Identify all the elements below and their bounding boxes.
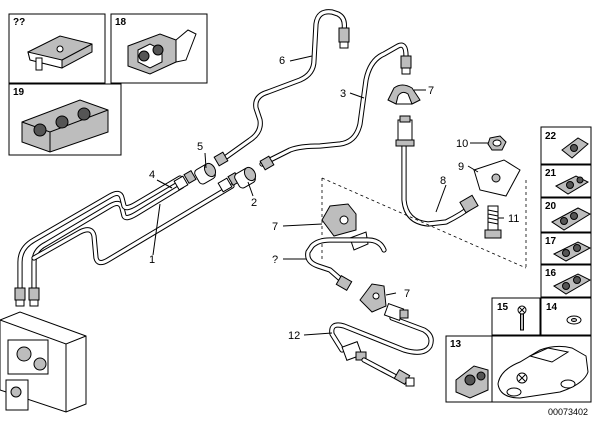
pipe-holder-7-top[interactable]	[387, 84, 421, 105]
clip-20-part-icon	[551, 207, 592, 231]
bolt-11[interactable]	[484, 205, 502, 239]
callout-unknown: ?	[272, 254, 278, 266]
connector-5[interactable]	[193, 161, 218, 185]
inset-box-14-label: 14	[546, 302, 558, 313]
clip-bracket-part-icon	[27, 35, 93, 71]
brake-pipe-unknown[interactable]	[305, 237, 387, 292]
inset-box-19-label: 19	[13, 87, 25, 98]
brake-pipe-1[interactable]	[17, 175, 235, 303]
inset-box-22[interactable]: 22	[540, 126, 592, 165]
callout-9: 9	[458, 161, 464, 173]
bracket-9[interactable]	[473, 159, 521, 197]
multi-clip-part-icon	[21, 99, 109, 153]
connector-2[interactable]	[233, 165, 258, 189]
inset-box-22-label: 22	[545, 131, 557, 142]
inset-box-17-label: 17	[545, 236, 557, 247]
clip-16-part-icon	[553, 273, 592, 295]
pipe-holder-7-lower[interactable]	[359, 283, 387, 313]
callout-6: 6	[279, 55, 285, 67]
clip-17-part-icon	[552, 241, 592, 262]
pipe-end-fittings-left	[14, 287, 40, 307]
inset-box-18-label: 18	[115, 17, 127, 28]
pipe-holder-7-middle[interactable]	[321, 203, 369, 251]
callout-5: 5	[197, 141, 203, 153]
callout-7-middle: 7	[272, 221, 278, 233]
callout-10: 10	[456, 138, 468, 150]
leader-lines	[152, 55, 504, 336]
clip-21-part-icon	[555, 175, 590, 195]
inset-box-unknown-label: ??	[13, 17, 25, 28]
inset-box-16[interactable]: 16	[540, 264, 592, 298]
brake-pipe-3[interactable]	[259, 42, 412, 171]
inset-box-13[interactable]: 13	[445, 335, 592, 403]
clip-22-part-icon	[561, 137, 589, 159]
inset-box-16-label: 16	[545, 268, 557, 279]
callout-3: 3	[340, 88, 346, 100]
inset-box-18[interactable]: 18	[110, 13, 208, 84]
inset-box-17[interactable]: 17	[540, 232, 592, 265]
callout-7-lower: 7	[404, 288, 410, 300]
brake-pipe-4[interactable]	[31, 183, 185, 303]
hydraulic-unit	[0, 311, 87, 413]
callout-11: 11	[508, 213, 519, 225]
screw-part-icon	[517, 305, 527, 331]
callout-8: 8	[440, 175, 446, 187]
inset-box-20-label: 20	[545, 201, 557, 212]
bracket-13-part-icon	[455, 365, 489, 399]
inset-box-20[interactable]: 20	[540, 197, 592, 233]
detail-dashed-lines	[321, 177, 527, 269]
callout-7-top: 7	[428, 85, 434, 97]
car-location-icon	[497, 345, 589, 399]
inset-box-unknown[interactable]: ??	[8, 13, 106, 84]
callout-4: 4	[149, 169, 155, 181]
inset-box-15[interactable]: 15	[491, 297, 541, 336]
inset-box-21[interactable]: 21	[540, 164, 592, 198]
callout-1: 1	[149, 254, 155, 266]
inset-box-21-label: 21	[545, 168, 557, 179]
pipe-holder-part-icon	[127, 29, 197, 75]
washer-part-icon	[566, 315, 582, 325]
brake-hose-12[interactable]	[329, 302, 434, 387]
union-nut-1	[217, 171, 241, 193]
inset-box-14[interactable]: 14	[540, 297, 592, 336]
nut-10[interactable]	[487, 135, 507, 151]
diagram-id: 00073402	[548, 407, 588, 417]
brake-pipe-6[interactable]	[213, 9, 350, 167]
inset-box-19[interactable]: 19	[8, 83, 122, 156]
inset-box-15-label: 15	[497, 302, 509, 313]
inset-box-13-label: 13	[450, 339, 462, 350]
brake-hose-8[interactable]	[395, 115, 479, 227]
union-nut-4	[173, 169, 197, 191]
callout-12: 12	[288, 330, 300, 342]
callout-2: 2	[251, 197, 257, 209]
